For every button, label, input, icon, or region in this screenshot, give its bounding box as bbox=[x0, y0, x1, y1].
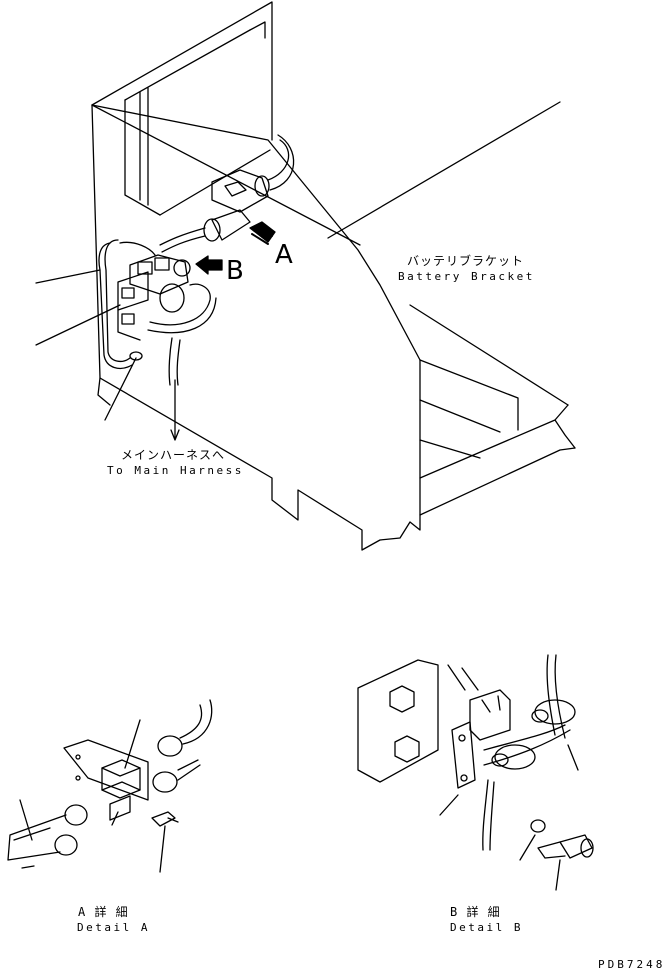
main-harness-label-en: To Main Harness bbox=[107, 464, 244, 477]
detail-a-label-en: Detail A bbox=[77, 921, 150, 934]
view-a-arrow bbox=[249, 221, 276, 243]
drawing-code: PDB7248 bbox=[598, 958, 666, 971]
detail-a-label-ja: A 詳 細 bbox=[78, 905, 129, 919]
battery-bracket-label-en: Battery Bracket bbox=[398, 270, 535, 283]
main-assembly-view bbox=[35, 1, 576, 551]
upper-panel bbox=[91, 1, 273, 141]
view-b-arrow bbox=[195, 255, 223, 275]
main-harness-label-ja: メインハーネスへ bbox=[121, 448, 226, 462]
relay-connector-group bbox=[98, 239, 217, 386]
view-a-label: A bbox=[275, 240, 293, 270]
battery-bracket bbox=[91, 104, 421, 551]
frame-rails bbox=[327, 101, 576, 516]
detail-a-drawing bbox=[7, 699, 213, 873]
detail-b-label-en: Detail B bbox=[450, 921, 523, 934]
upper-connector-group bbox=[159, 134, 295, 253]
detail-b-drawing bbox=[357, 654, 594, 891]
view-b-label: B bbox=[226, 256, 244, 286]
detail-b-label-ja: B 詳 細 bbox=[450, 905, 501, 919]
battery-bracket-label-ja: バッテリブラケット bbox=[407, 254, 525, 268]
